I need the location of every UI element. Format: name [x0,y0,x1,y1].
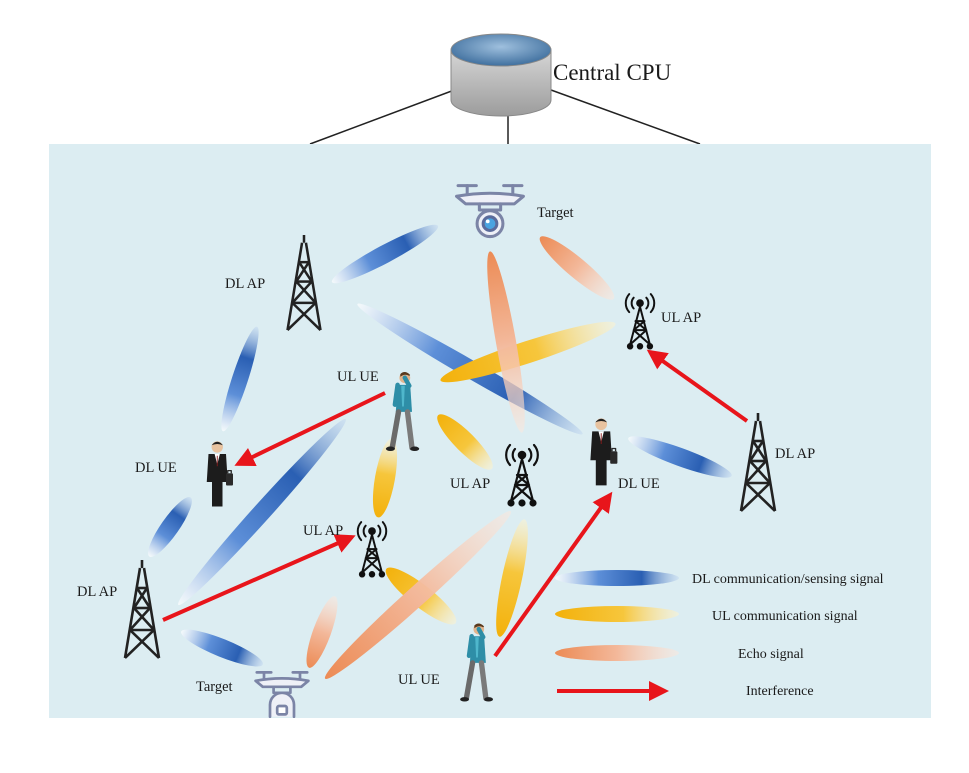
echo-beam-top-down [487,251,525,433]
dl-beam-right-to-dlue [628,436,732,478]
label-ul-ap-top: UL AP [661,310,701,326]
label-target-top: Target [537,205,574,221]
legend-echo-swatch [555,645,679,661]
label-dl-ap-top: DL AP [225,276,265,292]
central-cpu: Central CPU [309,33,701,145]
label-dl-ap-right: DL AP [775,446,815,462]
label-ul-ue-top: UL UE [337,369,379,385]
ul-beam-ulue-to-left [372,438,398,518]
legend: DL communication/sensing signal UL commu… [555,570,884,701]
interference-arrow-ulue-to-dlue [234,391,386,467]
server-icon [450,33,552,117]
backhaul-link-left [309,85,466,145]
legend-dl-swatch [555,570,679,586]
coverage-area [49,144,931,718]
label-ul-ue-bottom: UL UE [398,672,440,688]
ul-beam-bottom-to-center [496,519,528,637]
ul-beam-ulue-to-center [437,414,493,470]
dl-beam-ap-to-target [331,224,439,284]
echo-beam-top-right [539,236,615,300]
backhaul-link-right [539,85,701,145]
interference-arrows [162,349,749,658]
legend-echo-label: Echo signal [738,647,804,662]
interference-arrow-ulue-to-dlue-right [493,491,613,658]
central-cpu-label: Central CPU [553,60,672,85]
legend-dl-label: DL communication/sensing signal [692,572,884,587]
echo-beam-bottom-diagonal [324,511,512,679]
label-dl-ue-right: DL UE [618,476,660,492]
ul-beam-top [440,321,616,383]
echo-beam-bottom-left [306,596,338,668]
label-ul-ap-left: UL AP [303,523,343,539]
label-dl-ap-bottom: DL AP [77,584,117,600]
dl-beam-bottom-to-target [181,629,263,667]
legend-interference-label: Interference [746,684,814,699]
dl-beam-ap-to-dlue [221,326,259,432]
interference-arrow-dlap-to-ulap [162,534,356,622]
legend-ul-swatch [555,606,679,622]
signal-beams [148,224,732,679]
label-dl-ue-left: DL UE [135,460,177,476]
label-target-bottom: Target [196,679,233,695]
legend-ul-label: UL communication signal [712,609,858,624]
dl-beam-bottom-to-dlue [148,497,192,557]
node-labels: Target Target DL AP DL AP DL AP UL AP UL… [77,205,815,695]
interference-arrow-dlap-to-ulap-top [646,349,749,423]
dl-beam-bottom-to-ulue [178,418,346,606]
label-ul-ap-center: UL AP [450,476,490,492]
